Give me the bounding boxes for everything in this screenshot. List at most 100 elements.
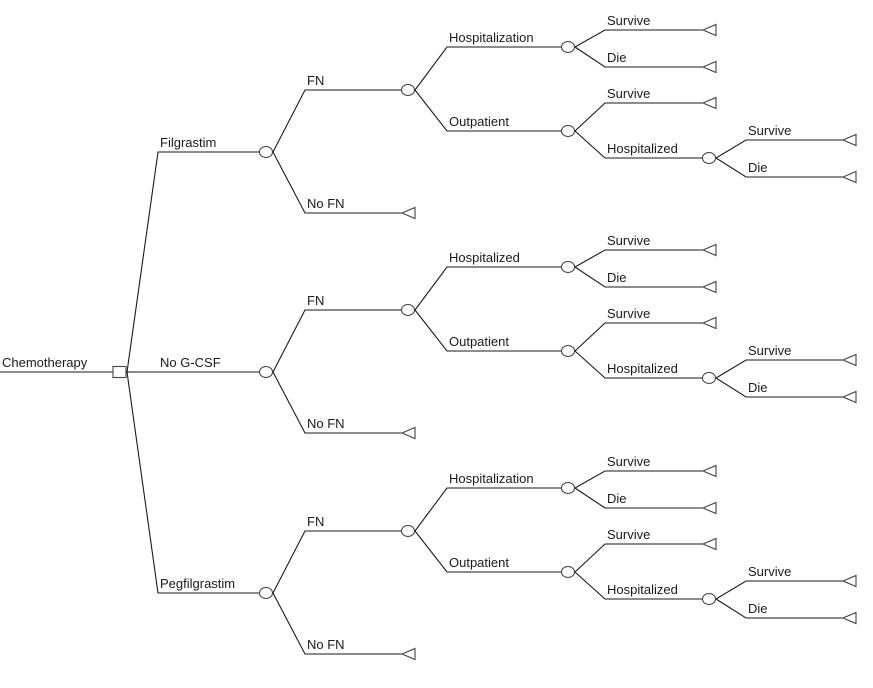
- root: Chemotherapy: [2, 355, 88, 370]
- strategy-0-fn-label: FN: [307, 73, 324, 88]
- decision-node-icon: [112, 365, 127, 379]
- strategy-0-hosp-branch-line: [414, 46, 561, 91]
- strategy-2-fn-branch-line: [272, 530, 401, 594]
- strategy-0-hosp-die-label: Die: [607, 50, 627, 65]
- strategy-1-hospitalized-survive-terminal-node-icon: [841, 353, 857, 367]
- strategy-0-outpatient-hospitalized-label: Hospitalized: [607, 141, 678, 156]
- strategy-2-hospitalized-die-terminal-node-icon: [841, 611, 857, 625]
- strategy-1-hosp-label: Hospitalized: [449, 250, 520, 265]
- strategy-2-hosp-label: Hospitalization: [449, 471, 534, 486]
- strategy-0-hosp-survive-label: Survive: [607, 13, 650, 28]
- strategy-1-nofn-terminal-node-icon: [400, 426, 416, 440]
- strategy-1-fn-chance-node-icon: [400, 303, 416, 317]
- strategy-1-outpatient-branch-line: [414, 309, 561, 352]
- strategy-0-hospitalized-die-branch-line: [715, 157, 843, 178]
- strategy-2-outpatient-hospitalized-chance-node-icon: [701, 592, 717, 606]
- strategy-0-hospitalized-survive-terminal-node-icon: [841, 133, 857, 147]
- strategy-0-fn-branch-line: [272, 89, 401, 153]
- strategy-2-hosp-die-terminal-node-icon: [701, 501, 717, 515]
- strategy-0-outpatient-survive-terminal-node-icon: [701, 96, 717, 110]
- strategy-0-fn-chance-node-icon: [400, 83, 416, 97]
- strategy-0-hospitalized-survive-branch-line: [715, 139, 843, 159]
- strategy-0-outpatient-survive-label: Survive: [607, 86, 650, 101]
- strategy-1-hosp-survive-branch-line: [574, 249, 703, 268]
- strategy-1-hosp-survive-label: Survive: [607, 233, 650, 248]
- strategy-2-nofn-terminal-node-icon: [400, 647, 416, 661]
- strategy-0-outpatient-branch-line: [414, 89, 561, 132]
- strategy-2-nofn-branch-line: [272, 592, 402, 655]
- strategy-0-hospitalized-die-label: Die: [748, 160, 768, 175]
- strategy-2-outpatient-label: Outpatient: [449, 555, 509, 570]
- strategy-2-outpatient-survive-terminal-node-icon: [701, 537, 717, 551]
- strategy-1-hosp-branch-line: [414, 266, 561, 311]
- strategy-0-hosp-die-branch-line: [574, 46, 703, 68]
- strategy-2-hosp-die-label: Die: [607, 491, 627, 506]
- strategy-0-outpatient-hospitalized-chance-node-icon: [701, 151, 717, 165]
- strategy-1-hosp-survive-terminal-node-icon: [701, 243, 717, 257]
- strategy-2-label: Pegfilgrastim: [160, 576, 235, 591]
- strategy-2-outpatient-chance-node-icon: [560, 565, 576, 579]
- strategy-0-hosp-survive-branch-line: [574, 29, 703, 48]
- strategy-0-label: Filgrastim: [160, 135, 216, 150]
- strategy-1-hospitalized-die-terminal-node-icon: [841, 390, 857, 404]
- strategy-1-fn-branch-line: [272, 309, 401, 373]
- strategy-1-outpatient-chance-node-icon: [560, 344, 576, 358]
- strategy-1-fn-label: FN: [307, 293, 324, 308]
- strategy-1-hosp-die-branch-line: [574, 266, 703, 288]
- strategy-2-outpatient-hospitalized-label: Hospitalized: [607, 582, 678, 597]
- strategy-0-nofn-label: No FN: [307, 196, 345, 211]
- strategy-1-outpatient-survive-branch-line: [574, 322, 703, 352]
- strategy-1-hospitalized-die-branch-line: [715, 377, 843, 398]
- strategy-1-outpatient-survive-label: Survive: [607, 306, 650, 321]
- strategy-0-nofn-terminal-node-icon: [400, 206, 416, 220]
- strategy-1-hosp-die-terminal-node-icon: [701, 280, 717, 294]
- strategy-0-hosp-die-terminal-node-icon: [701, 60, 717, 74]
- strategy-2-hosp-die-branch-line: [574, 487, 703, 509]
- strategy-1: No G-CSF: [160, 355, 221, 370]
- strategy-0-hospitalized-survive-label: Survive: [748, 123, 791, 138]
- strategy-2-hospitalized-survive-branch-line: [715, 580, 843, 600]
- strategy-0-chance-node-icon: [258, 145, 274, 159]
- strategy-1-hospitalized-die-label: Die: [748, 380, 768, 395]
- strategy-2-hosp-survive-terminal-node-icon: [701, 464, 717, 478]
- strategy-1-nofn-label: No FN: [307, 416, 345, 431]
- strategy-2-hosp-branch-line: [414, 487, 561, 532]
- strategy-2-hosp-chance-node-icon: [560, 481, 576, 495]
- strategy-0-outpatient-label: Outpatient: [449, 114, 509, 129]
- strategy-2-hospitalized-survive-label: Survive: [748, 564, 791, 579]
- strategy-1-hosp-chance-node-icon: [560, 260, 576, 274]
- strategy-1-outpatient-hospitalized-branch-line: [574, 350, 702, 379]
- strategy-1-chance-node-icon: [258, 365, 274, 379]
- strategy-2-hospitalized-die-label: Die: [748, 601, 768, 616]
- strategy-1-hospitalized-survive-branch-line: [715, 359, 843, 379]
- strategy-2-fn-label: FN: [307, 514, 324, 529]
- strategy-2-hosp-survive-label: Survive: [607, 454, 650, 469]
- strategy-0-hosp-label: Hospitalization: [449, 30, 534, 45]
- strategy-2-branch-line: [126, 371, 259, 594]
- strategy-0-outpatient-survive-branch-line: [574, 102, 703, 132]
- strategy-2-hospitalized-die-branch-line: [715, 598, 843, 619]
- strategy-1-outpatient-hospitalized-label: Hospitalized: [607, 361, 678, 376]
- strategy-1-nofn-branch-line: [272, 371, 402, 434]
- strategy-2-fn-chance-node-icon: [400, 524, 416, 538]
- strategy-0-outpatient-hospitalized-branch-line: [574, 130, 702, 159]
- strategy-2-nofn-label: No FN: [307, 637, 345, 652]
- strategy-2-hospitalized-survive-terminal-node-icon: [841, 574, 857, 588]
- strategy-1-hospitalized-survive-label: Survive: [748, 343, 791, 358]
- strategy-2-hosp-survive-branch-line: [574, 470, 703, 489]
- strategy-0-outpatient-chance-node-icon: [560, 124, 576, 138]
- strategy-2-outpatient-branch-line: [414, 530, 561, 573]
- strategy-2-outpatient-hospitalized-branch-line: [574, 571, 702, 600]
- strategy-2-chance-node-icon: [258, 586, 274, 600]
- strategy-1-outpatient-survive-terminal-node-icon: [701, 316, 717, 330]
- strategy-2-outpatient-survive-label: Survive: [607, 527, 650, 542]
- strategy-0-nofn-branch-line: [272, 151, 402, 214]
- strategy-0-hosp-chance-node-icon: [560, 40, 576, 54]
- strategy-1-hosp-die-label: Die: [607, 270, 627, 285]
- strategy-0-branch-line: [126, 151, 259, 373]
- strategy-0-hosp-survive-terminal-node-icon: [701, 23, 717, 37]
- strategy-1-outpatient-hospitalized-chance-node-icon: [701, 371, 717, 385]
- strategy-1-outpatient-label: Outpatient: [449, 334, 509, 349]
